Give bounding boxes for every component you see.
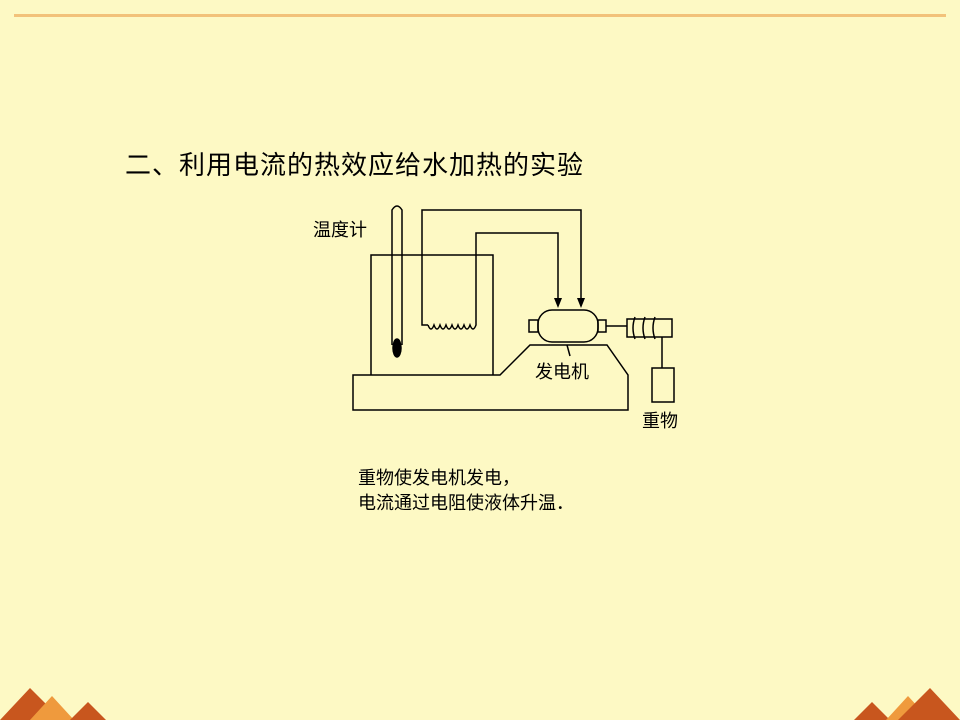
slide-title: 二、利用电流的热效应给水加热的实验	[125, 151, 585, 181]
thermometer-label: 温度计	[313, 220, 367, 241]
top-accent-rule	[14, 14, 946, 17]
winch-coil	[632, 316, 656, 340]
winch-drum	[626, 318, 673, 338]
corner-decoration-right	[854, 688, 960, 720]
caption: 重物使发电机发电， 电流通过电阻使液体升温．	[358, 466, 574, 516]
caption-line-2: 电流通过电阻使液体升温．	[358, 493, 574, 514]
wire-inner	[475, 232, 559, 322]
wire-outer	[421, 209, 582, 326]
thermometer-bulb	[392, 338, 402, 358]
heating-coil	[427, 322, 477, 330]
arrow-inner	[554, 298, 562, 308]
generator-label: 发电机	[535, 362, 589, 383]
generator-right-cap	[597, 319, 607, 333]
caption-line-1: 重物使发电机发电，	[358, 468, 520, 489]
corner-decoration-left	[0, 688, 106, 720]
generator-body	[537, 309, 599, 343]
thermometer	[391, 205, 403, 345]
weight-label: 重物	[642, 411, 678, 432]
generator-pointer	[566, 344, 571, 357]
base-platform	[352, 344, 629, 411]
generator-left-cap	[528, 319, 539, 333]
weight-block	[651, 367, 675, 403]
beaker	[370, 254, 494, 375]
arrow-outer	[577, 298, 585, 308]
